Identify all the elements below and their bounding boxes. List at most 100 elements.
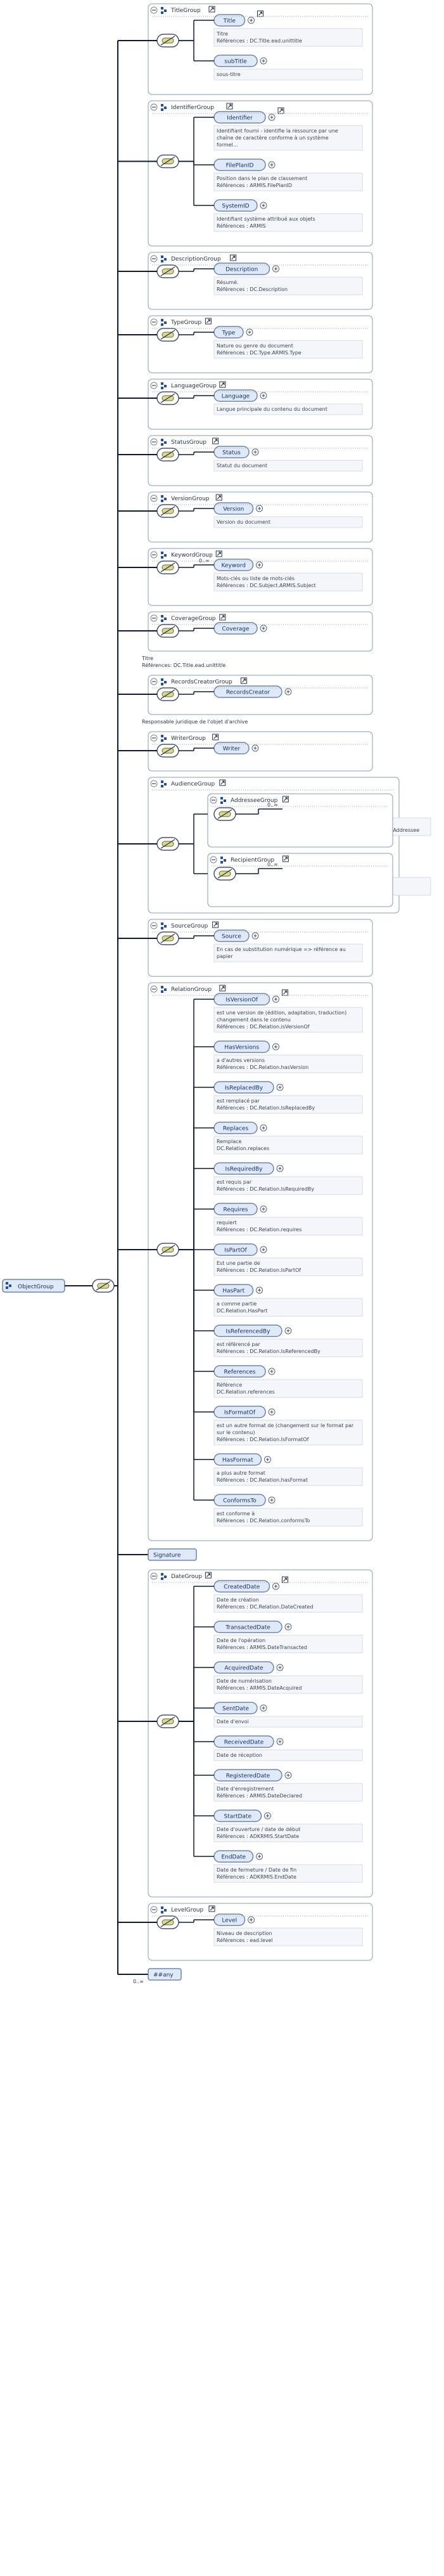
subgroup-label: AddresseeGroup [231, 798, 278, 804]
description-text: Date d'envoi [217, 1719, 249, 1725]
description-text: Références : ADKRMIS.EndDate [217, 1874, 296, 1880]
description-box [213, 340, 363, 359]
arrow-icon [220, 780, 225, 785]
multiplicity: 0..∞ [267, 802, 278, 808]
group-icon [161, 104, 163, 107]
subgroup-box [207, 793, 393, 848]
group-icon [161, 986, 163, 988]
arrow-icon [258, 11, 263, 16]
element-description-label: Description [225, 267, 258, 273]
description-text: sous-titre [217, 72, 241, 77]
group-icon-part [161, 323, 163, 326]
group-label-records: RecordsCreatorGroup [171, 679, 232, 685]
group-icon [161, 256, 163, 258]
group-label-level: LevelGroup [171, 1907, 203, 1913]
group-icon-part [164, 498, 167, 500]
description-text: Date de fermeture / Date de fin [217, 1867, 296, 1873]
element-requires-label: Requires [223, 1207, 248, 1214]
standalone-any[interactable] [148, 1968, 182, 1981]
description-text: Références : ARMIS.FilePlanID [217, 182, 292, 188]
sequence-icon-line [160, 562, 175, 573]
description-text: Statut du document [217, 463, 267, 469]
description-box [213, 1823, 363, 1842]
description-text: est remplacé par [217, 1097, 260, 1104]
group-label-description: DescriptionGroup [171, 256, 221, 262]
description-text: DC.Relation.HasPart [217, 1308, 267, 1314]
sequence-icon-line [160, 626, 175, 636]
description-text: est référencé par [217, 1341, 260, 1347]
group-label-title: TitleGroup [170, 8, 201, 14]
sequence-icon-line [160, 689, 175, 699]
description-text: Date de réception [217, 1752, 262, 1758]
group-label-type: TypeGroup [170, 320, 201, 326]
arrow-icon [227, 104, 232, 108]
description-box [213, 28, 363, 47]
description-box [213, 1864, 363, 1883]
description-text: a d'autres versions [217, 1058, 265, 1063]
description-text: Langue principale du contenu du document [217, 406, 327, 412]
description-text: Références : DC.Relation.IsReplacedBy [217, 1104, 315, 1111]
description-text: Références : ARMIS [217, 223, 266, 229]
standalone-signature[interactable] [148, 1548, 197, 1561]
description-text: Date d'ouverture / date de début [217, 1826, 300, 1832]
description-box [213, 1594, 363, 1613]
group-icon-part [224, 859, 226, 862]
arrow-icon [220, 382, 225, 387]
description-box [213, 1217, 363, 1236]
description-text: Références : DC.Relation.isVersionOf [217, 1023, 310, 1030]
sequence-icon-line [217, 809, 232, 819]
group-icon-part [164, 681, 167, 683]
description-text: Références : DC.Relation.hasVersion [217, 1064, 308, 1070]
arrow-icon [279, 108, 283, 113]
arrow-icon [206, 319, 210, 323]
description-text: Est une partie de [217, 1260, 260, 1266]
description-text: est un autre format de (changement sur l… [217, 1423, 354, 1428]
description-box [213, 1716, 363, 1728]
description-box [213, 276, 363, 295]
description-text: est requis par [217, 1179, 252, 1185]
group-icon-part [161, 927, 163, 929]
group-icon-part [220, 861, 223, 864]
description-text: Références : ARMIS.DateAcquired [217, 1685, 301, 1691]
description-text: Version du document [217, 519, 270, 525]
arrow-icon [283, 1577, 288, 1582]
description-text: Date d'enregistrement [217, 1786, 274, 1792]
group-icon-part [161, 500, 163, 502]
arrow-icon [210, 1906, 214, 1911]
element-ispartof-label: IsPartOf [224, 1248, 247, 1254]
group-icon-part [161, 785, 163, 787]
arrow-icon [213, 922, 218, 927]
description-text: Références : DC.Relation.IsPartOf [217, 1267, 301, 1273]
group-icon-part [220, 801, 223, 804]
arrow-icon [241, 678, 246, 683]
element-isrequiredby-label: IsRequiredBy [225, 1167, 263, 1173]
group-icon-part [161, 443, 163, 446]
group-icon-part [161, 683, 163, 685]
group-icon-part [161, 1577, 163, 1580]
group-icon [220, 797, 223, 799]
element-transacteddate-label: TransactedDate [225, 1625, 270, 1631]
group-icon-part [164, 988, 167, 991]
description-box [213, 1176, 363, 1195]
group-icon-part [161, 990, 163, 993]
description-text: Références : DC.Subject.ARMIS.Subject [217, 582, 316, 588]
multiplicity: 0..∞ [133, 1979, 144, 1984]
group-icon [161, 1573, 163, 1576]
sequence-icon-line [160, 1917, 175, 1927]
group-label-keyword: KeywordGroup [171, 552, 213, 559]
group-icon-part [9, 1285, 11, 1287]
group-icon-part [164, 321, 167, 324]
arrow-icon [217, 552, 221, 556]
description-text: papier [217, 954, 233, 959]
group-icon [6, 1282, 8, 1285]
element-acquireddate-label: AcquiredDate [224, 1666, 263, 1672]
description-box [213, 1338, 363, 1357]
description-text: Mots-clés ou liste de mots-clés [217, 575, 295, 581]
group-icon [161, 439, 163, 441]
sequence-icon-line [160, 393, 175, 403]
subgroup-box [207, 853, 393, 907]
group-icon-part [164, 1909, 167, 1912]
description-box [213, 1749, 363, 1761]
element-systemid-label: SystemID [222, 204, 249, 210]
